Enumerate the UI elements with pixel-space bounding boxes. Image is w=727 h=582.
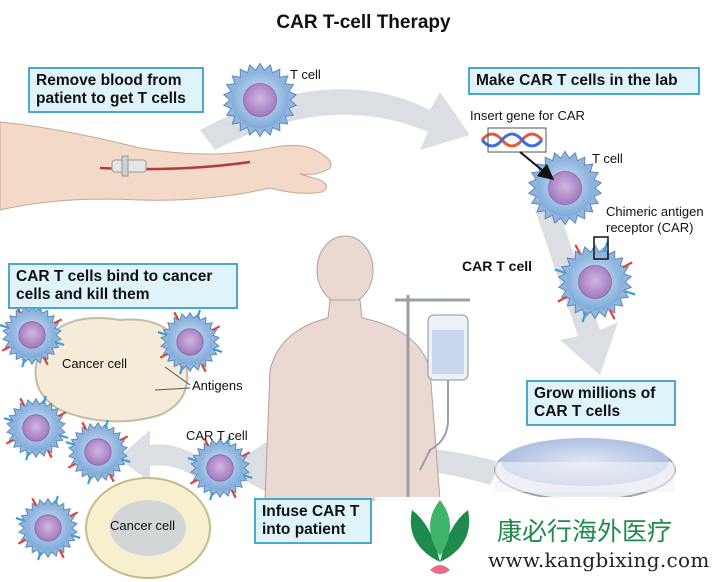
watermark-url: www.kangbixing.com: [488, 548, 710, 572]
label-antigens: Antigens: [192, 378, 243, 393]
car-t-cell-attack-3: [3, 395, 69, 461]
car-t-cell-lab: [554, 241, 636, 323]
watermark-logo-icon: [375, 497, 727, 582]
car-t-cell-attack-1: [0, 302, 65, 368]
step-make-car-t: Make CAR T cells in the lab: [468, 67, 700, 95]
car-t-cell-attack-6: [15, 495, 81, 561]
watermark-chinese: 康必行海外医疗: [497, 517, 673, 546]
label-insert-gene: Insert gene for CAR: [470, 108, 585, 123]
label-car-t-cell-2: CAR T cell: [186, 428, 248, 443]
dna-helix: [480, 127, 555, 181]
step-grow: Grow millions of CAR T cells: [526, 380, 676, 426]
car-receptor-callout: [593, 236, 609, 260]
label-cancer-cell-1: Cancer cell: [62, 356, 128, 371]
step-infuse: Infuse CAR T into patient: [254, 498, 372, 544]
cancer-cell-upper: [34, 317, 191, 423]
patient-arm: [0, 121, 332, 211]
car-t-cell-attack-2: [157, 309, 223, 375]
t-cell-blood: [222, 62, 298, 138]
petri-dish: [494, 438, 676, 501]
step-remove-blood: Remove blood from patient to get T cells: [28, 67, 204, 113]
label-cancer-cell-2: Cancer cell: [110, 518, 176, 533]
page-title: CAR T-cell Therapy: [276, 12, 451, 33]
car-t-cell-attack-5: [187, 435, 253, 501]
patient-body: [264, 235, 441, 501]
label-t-cell-2: T cell: [592, 151, 623, 166]
iv-drip: [395, 295, 470, 500]
step-bind-kill: CAR T cells bind to cancer cells and kil…: [8, 263, 238, 309]
car-t-cell-attack-4: [65, 419, 131, 485]
label-car-receptor: Chimeric antigen receptor (CAR): [606, 204, 704, 235]
cancer-cell-lower: [85, 477, 211, 579]
label-t-cell-1: T cell: [290, 67, 321, 82]
label-car-t-cell-1: CAR T cell: [462, 258, 533, 274]
